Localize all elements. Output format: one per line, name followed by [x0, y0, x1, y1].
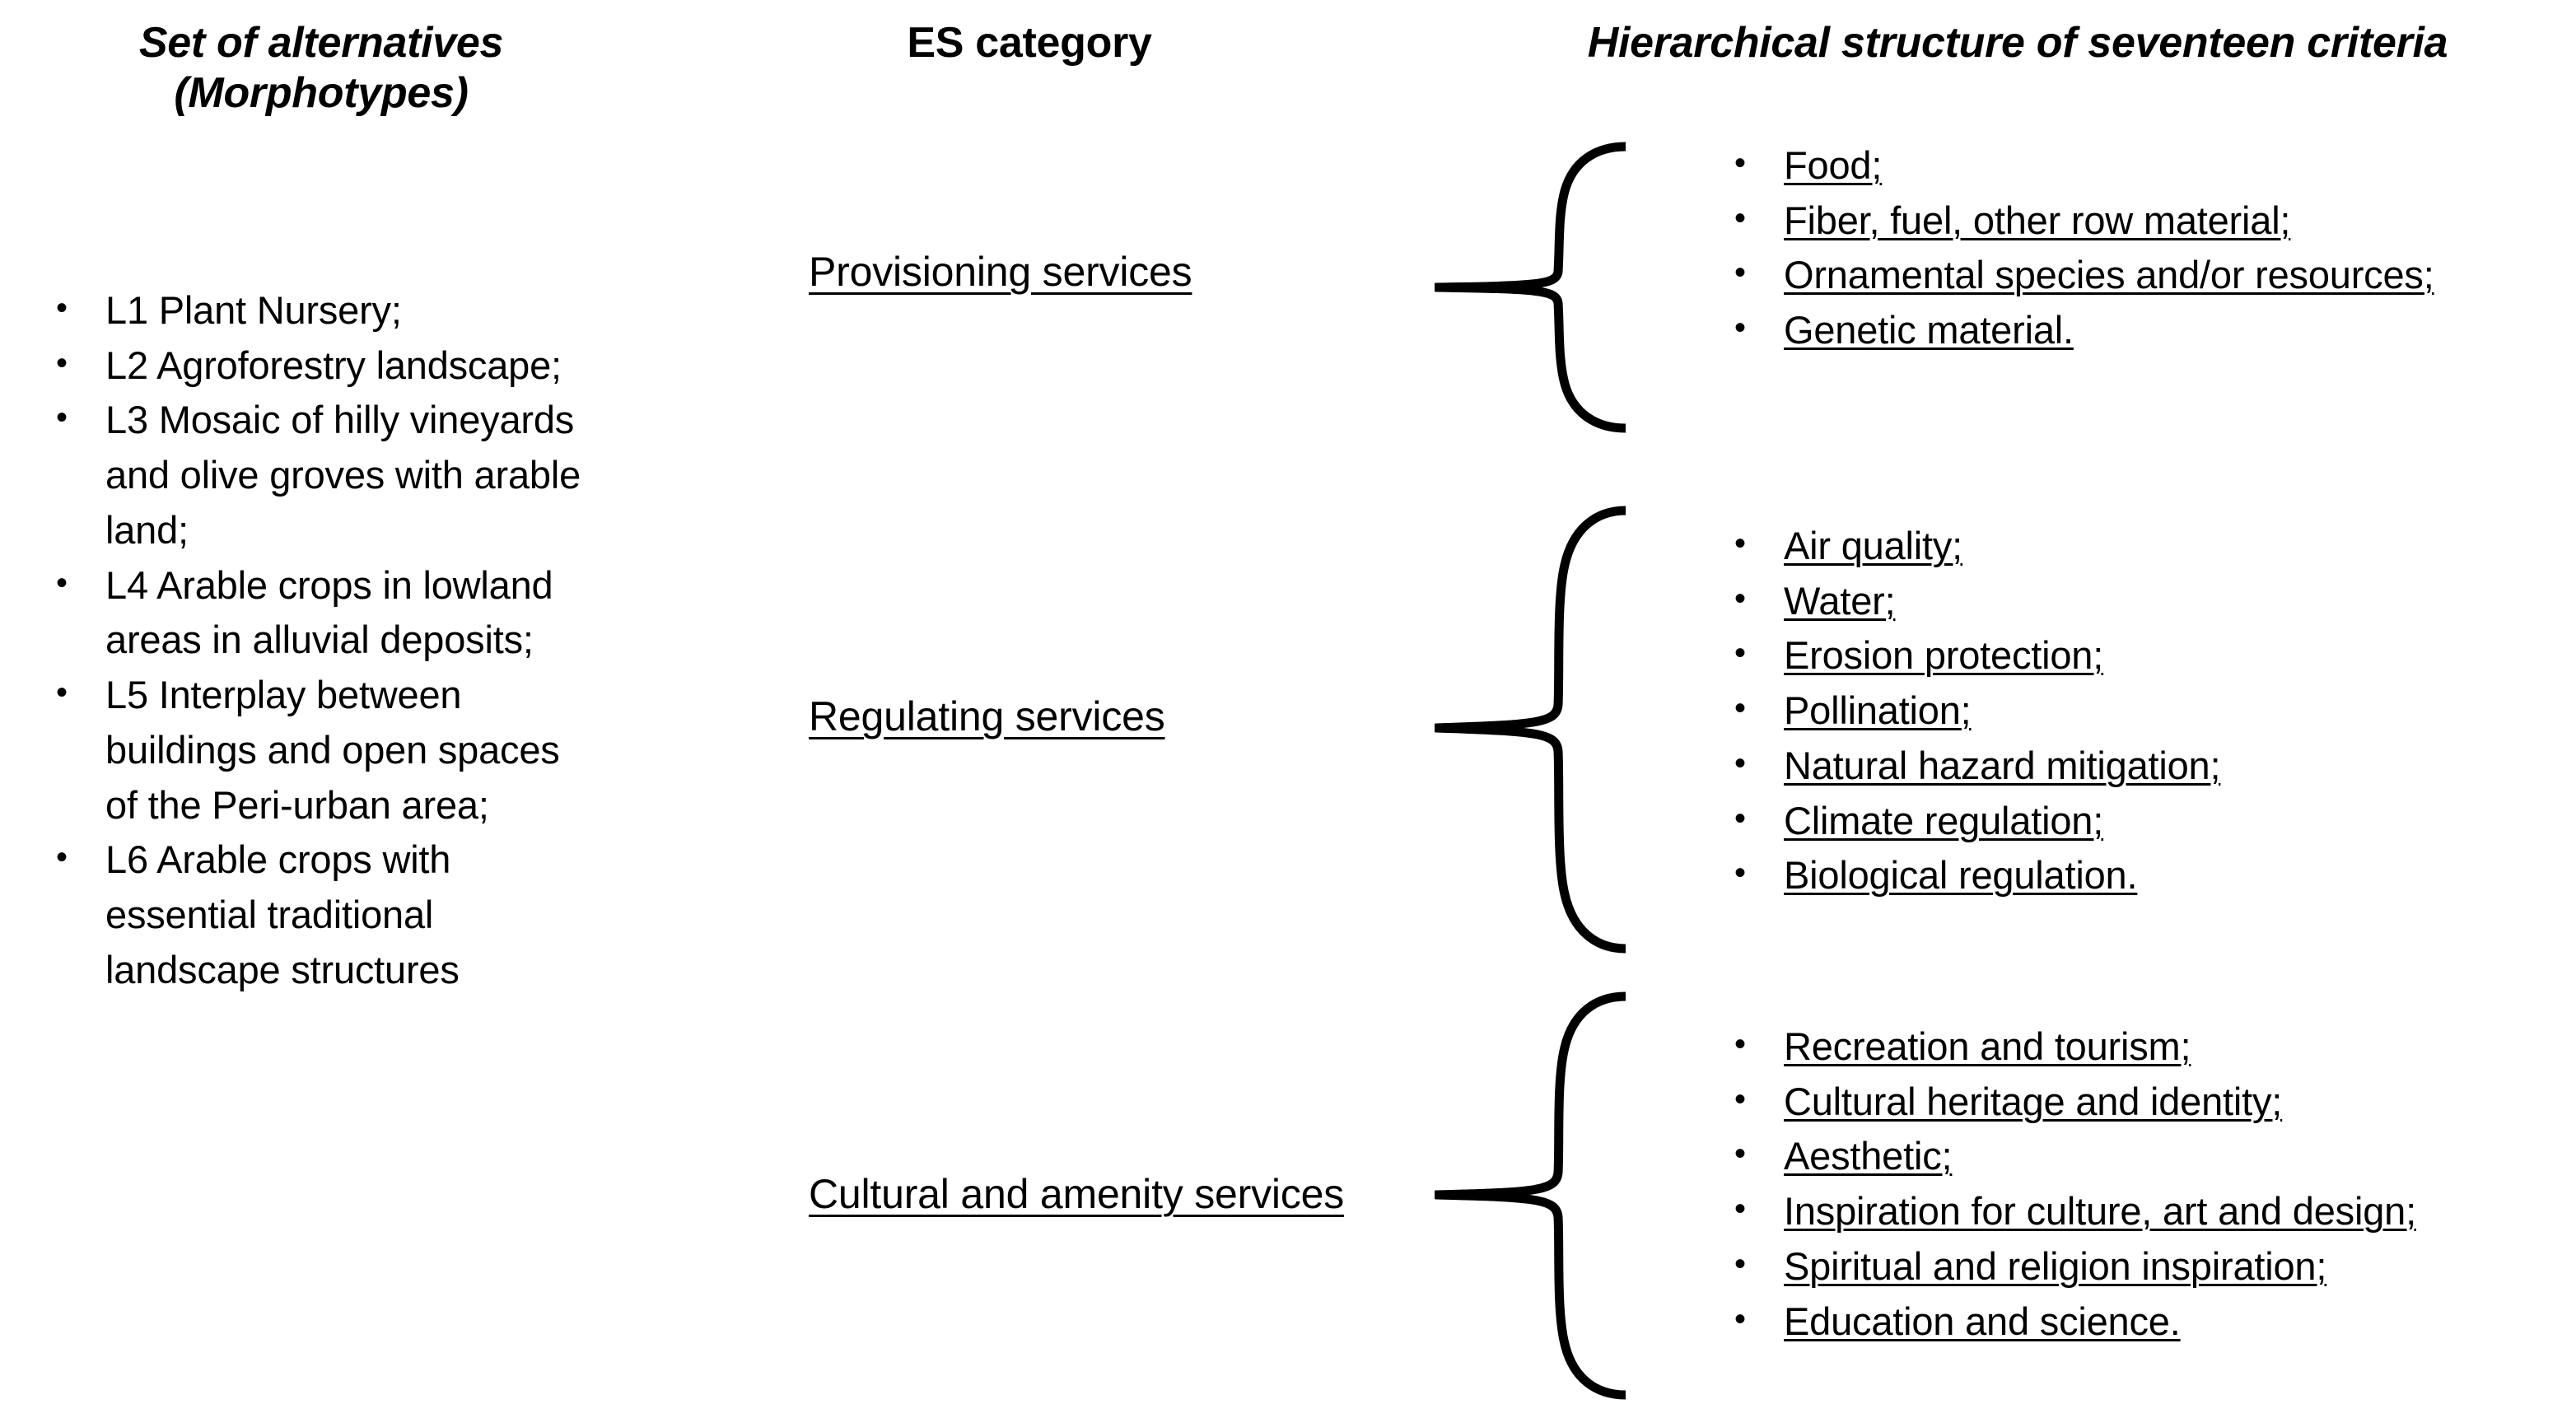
alternatives-list: L1 Plant Nursery; L2 Agroforestry landsc…: [51, 282, 586, 998]
list-item: L3 Mosaic of hilly vineyards and olive g…: [51, 391, 586, 557]
criterion-label: Water;: [1784, 578, 1896, 623]
criterion-label: Spiritual and religion inspiration;: [1784, 1243, 2327, 1288]
criterion-label: Aesthetic;: [1784, 1134, 1953, 1178]
list-item: L5 Interplay between buildings and open …: [51, 666, 586, 833]
list-item: L1 Plant Nursery;: [51, 282, 586, 338]
list-item: Ornamental species and/or resources;: [1729, 246, 2561, 303]
list-item: Climate regulation;: [1729, 792, 2561, 849]
brace-cultural-icon: [1435, 990, 1626, 1402]
criterion-label: Recreation and tourism;: [1784, 1024, 2191, 1068]
list-item: Air quality;: [1729, 517, 2561, 574]
list-item: Water;: [1729, 572, 2561, 629]
criterion-label: Air quality;: [1784, 524, 1963, 567]
list-item: Erosion protection;: [1729, 627, 2561, 683]
list-item: Fiber, fuel, other row material;: [1729, 192, 2561, 249]
criterion-label: Food;: [1784, 143, 1883, 187]
list-item: L2 Agroforestry landscape;: [51, 337, 586, 394]
brace-regulating-icon: [1435, 504, 1626, 955]
es-category-provisioning: Provisioning services: [809, 249, 1192, 295]
criterion-label: Inspiration for culture, art and design;: [1784, 1189, 2416, 1234]
criterion-label: Education and science.: [1784, 1299, 2181, 1343]
list-item: Aesthetic;: [1729, 1127, 2561, 1184]
criteria-list-cultural: Recreation and tourism; Cultural heritag…: [1729, 1018, 2561, 1350]
criterion-label: Ornamental species and/or resources;: [1784, 253, 2434, 297]
list-item: Spiritual and religion inspiration;: [1729, 1238, 2561, 1294]
criterion-label: Biological regulation.: [1784, 853, 2138, 898]
list-item: Inspiration for culture, art and design;: [1729, 1182, 2561, 1239]
list-item: Genetic material.: [1729, 301, 2561, 358]
list-item: Recreation and tourism;: [1729, 1018, 2561, 1075]
heading-set-of-alternatives: Set of alternatives (Morphotypes): [138, 19, 504, 118]
criterion-label: Natural hazard mitigation;: [1784, 743, 2221, 787]
heading-es-category: ES category: [907, 19, 1152, 67]
list-item: L4 Arable crops in lowland areas in allu…: [51, 557, 586, 668]
alternative-label: L2 Agroforestry landscape;: [105, 343, 562, 387]
brace-provisioning-icon: [1435, 140, 1626, 435]
list-item: Pollination;: [1729, 682, 2561, 739]
criterion-label: Erosion protection;: [1784, 633, 2104, 678]
alternative-label: L1 Plant Nursery;: [105, 288, 402, 332]
es-category-cultural: Cultural and amenity services: [809, 1171, 1345, 1217]
alternative-label: L5 Interplay between buildings and open …: [105, 673, 560, 827]
criterion-label: Climate regulation;: [1784, 798, 2104, 842]
list-item: Cultural heritage and identity;: [1729, 1073, 2561, 1130]
criterion-label: Pollination;: [1784, 688, 1972, 733]
list-item: Food;: [1729, 137, 2561, 194]
criterion-label: Cultural heritage and identity;: [1784, 1079, 2283, 1123]
list-item: Biological regulation.: [1729, 847, 2561, 903]
criterion-label: Genetic material.: [1784, 308, 2074, 352]
alternative-label: L6 Arable crops with essential tradition…: [105, 837, 460, 991]
alternative-label: L4 Arable crops in lowland areas in allu…: [105, 562, 553, 662]
criterion-label: Fiber, fuel, other row material;: [1784, 198, 2291, 242]
list-item: Natural hazard mitigation;: [1729, 737, 2561, 794]
criteria-list-regulating: Air quality; Water; Erosion protection; …: [1729, 517, 2561, 903]
list-item: Education and science.: [1729, 1293, 2561, 1350]
list-item: L6 Arable crops with essential tradition…: [51, 831, 586, 997]
criteria-list-provisioning: Food; Fiber, fuel, other row material; O…: [1729, 137, 2561, 358]
es-category-regulating: Regulating services: [809, 693, 1165, 739]
alternative-label: L3 Mosaic of hilly vineyards and olive g…: [105, 398, 581, 552]
heading-hierarchical-structure: Hierarchical structure of seventeen crit…: [1587, 19, 2448, 67]
